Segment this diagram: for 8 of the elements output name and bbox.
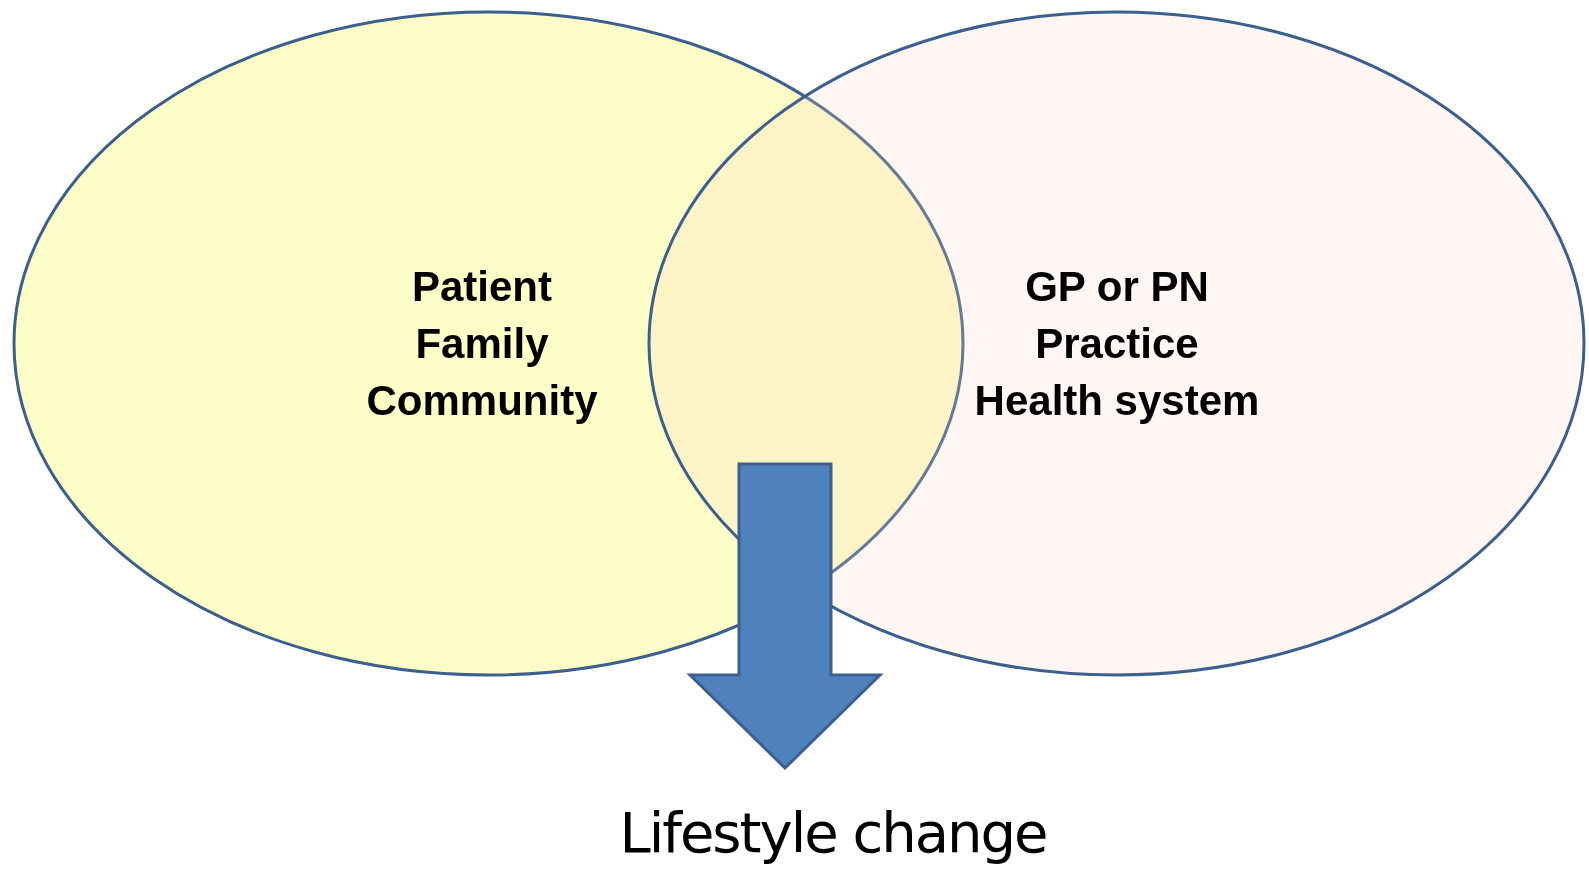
node-text: Practice [1034, 319, 1200, 369]
outcome-label: Lifestyle change [533, 800, 1133, 865]
node-text: GP or PN [1024, 262, 1210, 312]
block-arrow [686, 462, 884, 771]
node-text: Health system [973, 376, 1261, 426]
node-text: Family [414, 319, 550, 369]
node-text: Patient [411, 262, 553, 312]
node-text: Community [365, 376, 599, 426]
